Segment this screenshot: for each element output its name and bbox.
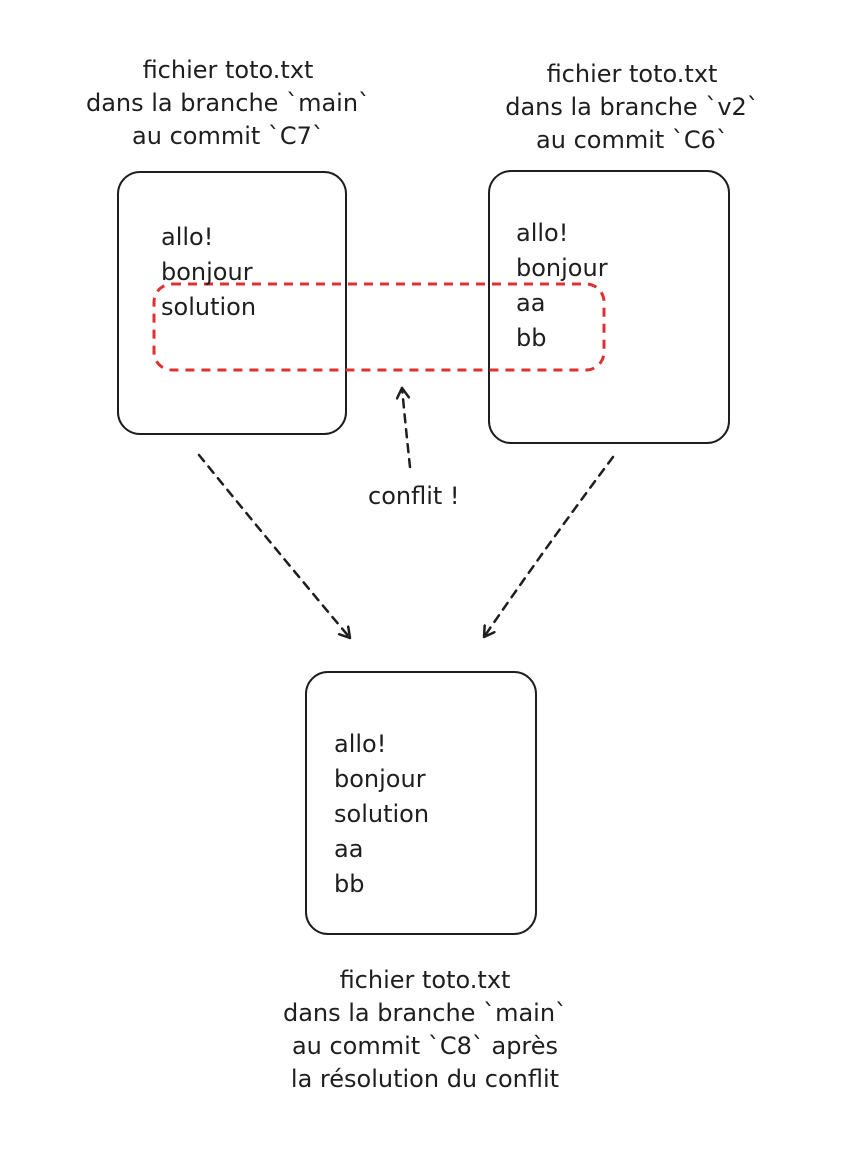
caption-line: dans la branche `v2`	[505, 93, 759, 121]
file-content-main-c7: allo! bonjour solution	[161, 220, 256, 325]
file-box-main-c7	[117, 171, 347, 435]
caption-line: la résolution du conflit	[290, 1065, 560, 1093]
file-line: bb	[516, 324, 547, 352]
caption-line: dans la branche `main`	[85, 89, 371, 117]
conflict-pointer-arrow	[402, 386, 412, 469]
file-line: solution	[161, 293, 257, 321]
file-content-main-c8: allo! bonjour solution aa bb	[334, 727, 429, 902]
caption-line: fichier toto.txt	[142, 56, 314, 84]
file-line: allo!	[161, 223, 214, 251]
merge-arrow-from-v2-c6	[482, 455, 615, 639]
caption-v2-c6: fichier toto.txt dans la branche `v2` au…	[452, 58, 812, 157]
file-line: bonjour	[161, 258, 253, 286]
conflict-label: conflit !	[368, 482, 460, 510]
file-line: aa	[516, 289, 546, 317]
caption-line: dans la branche `main`	[282, 999, 568, 1027]
file-line: bonjour	[516, 254, 608, 282]
caption-line: au commit `C6`	[536, 126, 728, 154]
caption-line: au commit `C8` après	[291, 1032, 559, 1060]
merge-arrow-from-main-c7	[197, 453, 352, 640]
file-line: solution	[334, 800, 430, 828]
conflict-highlight-box	[152, 282, 606, 372]
file-line: bb	[334, 870, 365, 898]
file-box-main-c8	[305, 671, 537, 935]
caption-line: au commit `C7`	[132, 122, 324, 150]
caption-line: fichier toto.txt	[546, 60, 718, 88]
file-line: allo!	[516, 219, 569, 247]
caption-main-c7: fichier toto.txt dans la branche `main` …	[48, 54, 408, 153]
caption-line: fichier toto.txt	[339, 966, 511, 994]
caption-main-c8: fichier toto.txt dans la branche `main` …	[245, 964, 605, 1096]
file-content-v2-c6: allo! bonjour aa bb	[516, 216, 608, 356]
file-line: aa	[334, 835, 364, 863]
file-line: bonjour	[334, 765, 426, 793]
file-line: allo!	[334, 730, 387, 758]
file-box-v2-c6	[488, 170, 730, 444]
